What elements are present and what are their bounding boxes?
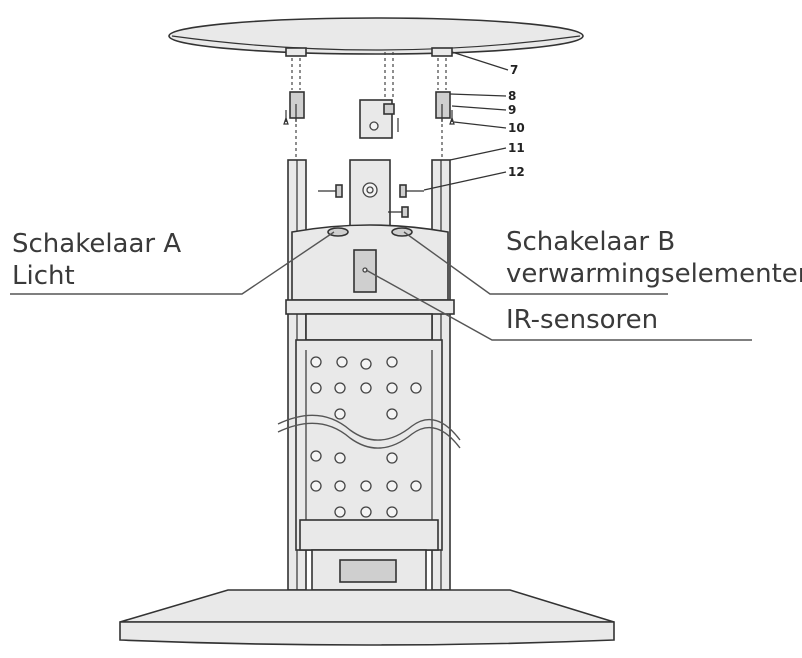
part-number-10: 10 (508, 121, 525, 135)
label-ir-sensors: IR-sensoren (506, 305, 658, 335)
label-switch-a-light: Licht (12, 261, 75, 291)
control-housing (285, 224, 455, 315)
switch-a-knob (327, 227, 349, 237)
alignment-lines (291, 52, 447, 160)
base (119, 589, 615, 646)
part-number-7: 7 (510, 63, 518, 77)
part-number-11: 11 (508, 141, 525, 155)
clip-right (435, 91, 455, 125)
part-number-leaders (423, 51, 509, 191)
heater-body (277, 313, 461, 591)
callout-leaders (10, 231, 752, 341)
part-number-8: 8 (508, 89, 516, 103)
center-bracket (359, 99, 399, 139)
peg-left (285, 47, 307, 57)
screw-right (399, 184, 424, 198)
center-column-top (349, 159, 391, 227)
part-number-9: 9 (508, 103, 516, 117)
screw-left (318, 184, 343, 198)
screw-center (388, 206, 409, 218)
top-disc (168, 17, 584, 55)
part-number-12: 12 (508, 165, 525, 179)
label-switch-a: Schakelaar A (12, 229, 181, 259)
label-switch-b: Schakelaar B (506, 227, 675, 257)
peg-right (431, 47, 453, 57)
clip-left (283, 91, 305, 125)
label-switch-b-heating: verwarmingselementen (506, 259, 802, 289)
